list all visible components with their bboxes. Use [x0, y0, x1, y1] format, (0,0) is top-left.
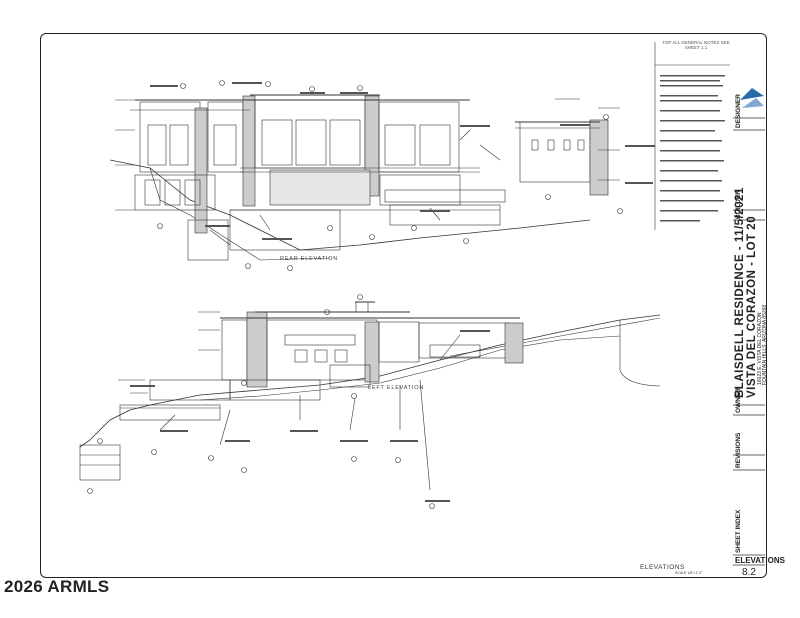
- scale-note: SCALE 1/8"=1'-0": [675, 571, 703, 575]
- general-notes-header: TOP ALL GENERAL NOTES SEE SHEET 1.1: [662, 40, 730, 50]
- designer-logo: [740, 88, 764, 108]
- revisions-label: REVISIONS: [735, 432, 742, 468]
- left-elevation-label: LEFT ELEVATION: [368, 385, 425, 391]
- elevations-label: ELEVATIONS: [735, 556, 785, 565]
- sheet-index-label: SHEET INDEX: [735, 509, 742, 553]
- rear-elevation-label: REAR ELEVATION: [280, 256, 339, 262]
- drawing-title: ELEVATIONS: [640, 564, 685, 571]
- project-title: BLAISDELL RESIDENCE - 11/5/2021: [734, 187, 746, 398]
- project-city: FOUNTAIN HILLS, ARIZONA 85268: [762, 304, 768, 385]
- watermark: 2026 ARMLS: [4, 577, 110, 596]
- sheet-number: 8.2: [742, 567, 756, 578]
- owner-label: OWNER: [735, 388, 742, 413]
- drawing-sheet-border: [40, 33, 767, 578]
- designer-label: DESIGNER: [735, 94, 742, 128]
